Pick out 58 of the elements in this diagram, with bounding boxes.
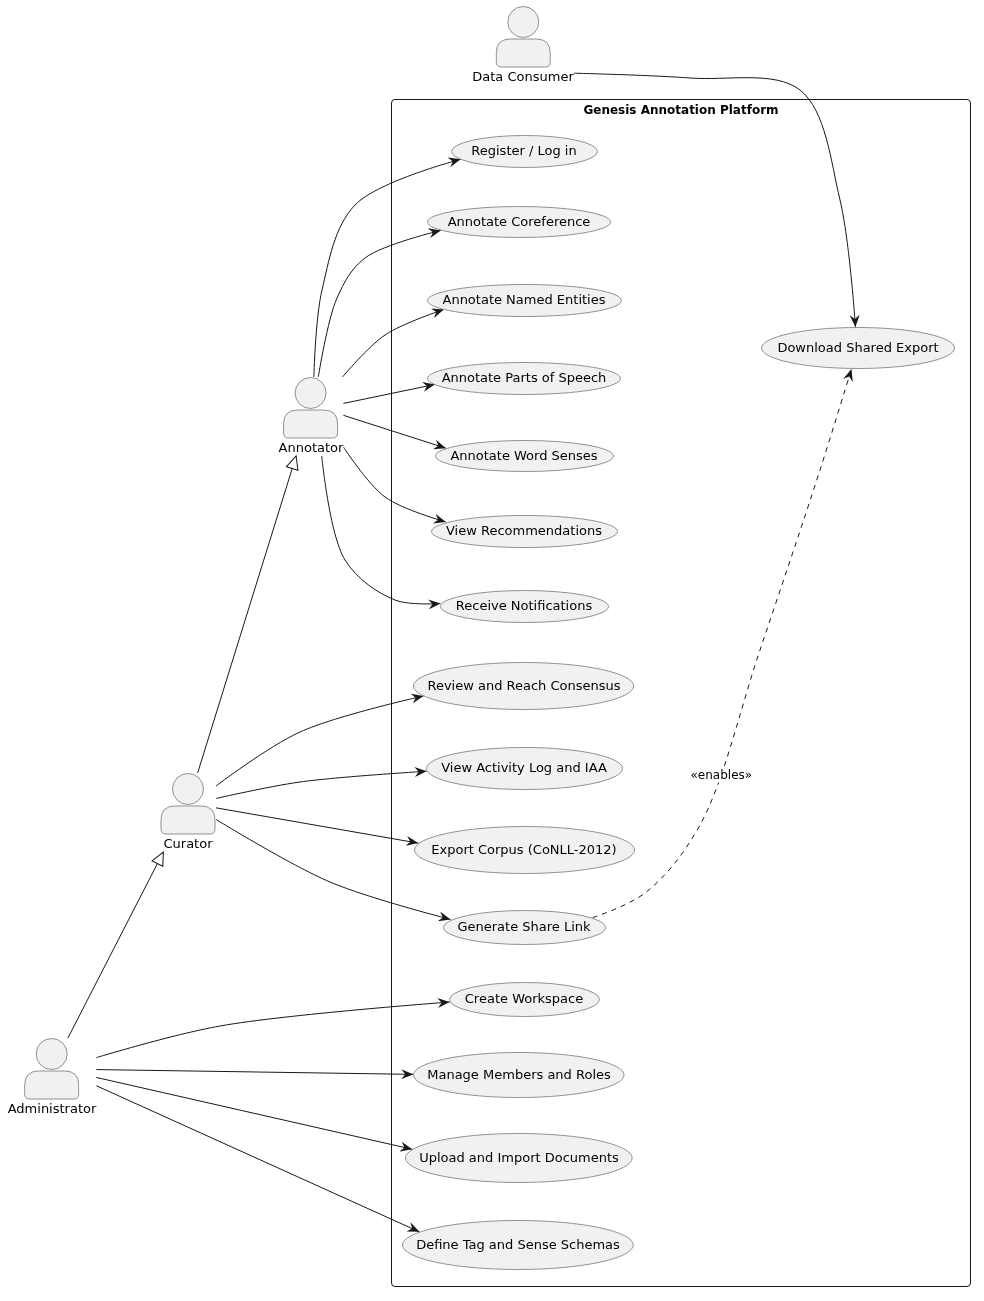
use-case-label: Review and Reach Consensus: [427, 678, 621, 694]
actor-name: Curator: [163, 836, 213, 852]
use-case-ellipse: [427, 206, 611, 238]
arrow: [95, 997, 451, 1059]
generalization-arrow: [197, 455, 299, 774]
actor-name: Data Consumer: [472, 69, 574, 85]
use-case-label: View Activity Log and IAA: [441, 760, 607, 776]
use-case-ellipse: [426, 283, 622, 317]
actor-name: Administrator: [7, 1101, 97, 1117]
system-title: Genesis Annotation Platform: [583, 103, 779, 118]
use-case-label: Register / Log in: [471, 143, 577, 159]
arrow: [215, 693, 424, 787]
use-case-ellipse: [405, 1133, 633, 1183]
use-case-label: Annotate Word Senses: [450, 448, 598, 464]
use-case-ellipse: [448, 981, 600, 1017]
use-case-label: Upload and Import Documents: [419, 1150, 619, 1166]
arrow: [342, 382, 436, 404]
arrow: [95, 1069, 414, 1080]
edge-label: «enables»: [688, 767, 755, 783]
arrow: [215, 807, 419, 846]
arrow: [215, 818, 452, 922]
use-case-label: Receive Notifications: [455, 598, 593, 614]
arrow: [342, 414, 447, 450]
use-case-label: Annotate Coreference: [447, 214, 591, 230]
use-case-label: Download Shared Export: [777, 340, 939, 356]
generalization-arrow: [67, 851, 164, 1039]
arrow: [573, 72, 860, 328]
use-case-ellipse: [450, 134, 598, 168]
arrow: [317, 228, 442, 378]
use-case-ellipse: [413, 1052, 625, 1098]
dashed-arrow: [592, 368, 853, 919]
use-case-ellipse: [427, 361, 621, 395]
use-case-ellipse: [413, 826, 635, 874]
use-case-label: Manage Members and Roles: [427, 1067, 611, 1083]
arrow: [95, 1085, 420, 1233]
arrow: [321, 455, 441, 610]
use-case-ellipse: [430, 514, 618, 548]
use-case-label: Export Corpus (CoNLL-2012): [431, 842, 617, 858]
use-case-ellipse: [442, 909, 606, 945]
use-case-label: Create Workspace: [464, 991, 584, 1007]
arrow: [341, 308, 445, 378]
use-case-ellipse: [761, 327, 955, 369]
arrow: [215, 767, 428, 799]
use-case-label: Define Tag and Sense Schemas: [416, 1237, 620, 1253]
use-case-label: Annotate Parts of Speech: [441, 370, 607, 386]
use-case-ellipse: [439, 589, 609, 623]
use-case-ellipse: [402, 1220, 634, 1270]
arrow: [313, 157, 462, 378]
use-case-ellipse: [413, 662, 635, 710]
arrow: [342, 446, 447, 524]
system-boundary: [391, 99, 971, 1287]
use-case-label: View Recommendations: [446, 523, 602, 539]
use-case-ellipse: [434, 440, 614, 472]
actor-name: Annotator: [278, 440, 344, 456]
use-case-label: Annotate Named Entities: [442, 292, 606, 308]
arrow: [95, 1076, 413, 1152]
use-case-ellipse: [425, 746, 623, 790]
use-case-label: Generate Share Link: [457, 919, 591, 935]
